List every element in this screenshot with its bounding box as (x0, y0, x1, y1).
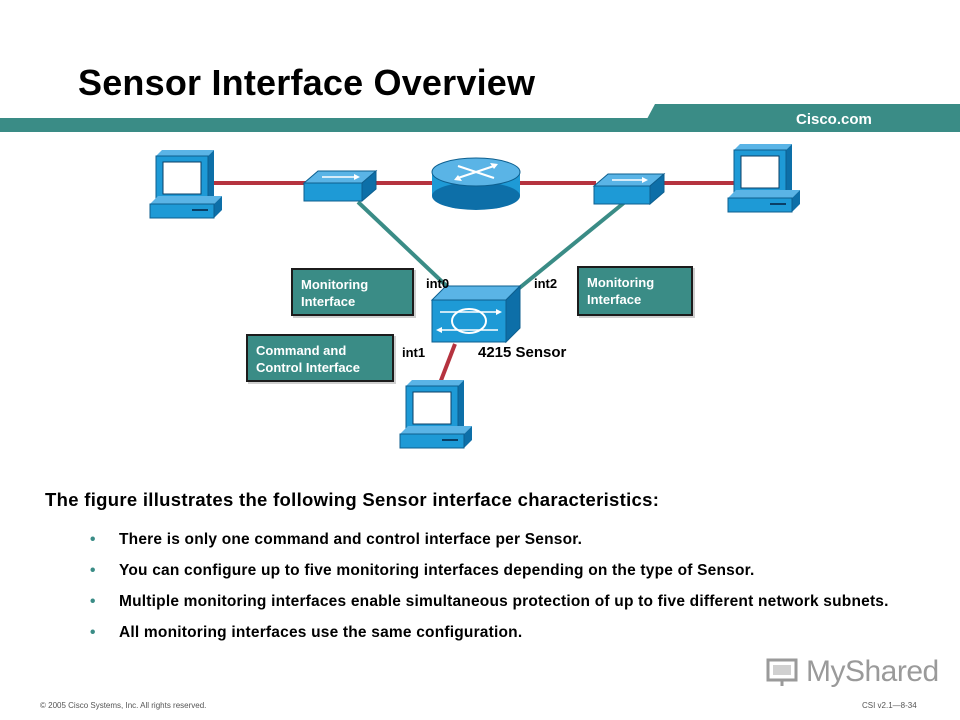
page-title: Sensor Interface Overview (78, 62, 536, 103)
bullet-text: There is only one command and control in… (119, 531, 583, 548)
pc-left-icon (149, 150, 222, 219)
bullet-icon: • (90, 624, 96, 641)
watermark-text: MyShared (806, 655, 939, 688)
bullet-list: • There is only one command and control i… (90, 530, 930, 654)
sensor-4215-icon (430, 284, 522, 344)
monitoring-interface-box-right: Monitoring Interface (577, 266, 693, 316)
link-switch-left-sensor-int0 (356, 200, 457, 296)
list-item: • You can configure up to five monitoring… (90, 561, 930, 580)
bullet-icon: • (90, 531, 96, 548)
port-label-int1: int1 (402, 345, 426, 360)
monitoring-interface-box-left: Monitoring Interface (291, 268, 414, 316)
intro-text: The figure illustrates the following Sen… (45, 489, 660, 510)
link-sensor-pc-int1 (438, 343, 457, 384)
pc-right-icon (727, 144, 800, 213)
router-icon (431, 157, 521, 210)
list-item: • Multiple monitoring interfaces enable s… (90, 592, 930, 611)
pc-bottom-icon (399, 380, 472, 449)
sensor-label: 4215 Sensor (478, 344, 567, 361)
bullet-text: You can configure up to five monitoring … (119, 562, 755, 579)
bullet-icon: • (90, 562, 96, 579)
command-control-interface-box: Command and Control Interface (246, 334, 394, 382)
switch-right-icon (592, 172, 666, 206)
switch-left-icon (302, 169, 378, 203)
header-banner (0, 104, 960, 132)
course-code: CSI v2.1—8-34 (862, 701, 917, 710)
port-label-int2: int2 (534, 276, 558, 291)
network-diagram (149, 144, 800, 449)
myshared-logo-icon (766, 658, 798, 686)
link-switch-right-sensor-int2 (510, 200, 627, 296)
copyright-text: © 2005 Cisco Systems, Inc. All rights re… (40, 701, 207, 710)
port-label-int0: int0 (426, 276, 450, 291)
list-item: • There is only one command and control i… (90, 530, 930, 549)
bullet-icon: • (90, 593, 96, 610)
list-item: • All monitoring interfaces use the same … (90, 623, 930, 642)
bullet-text: All monitoring interfaces use the same c… (119, 624, 523, 641)
cisco-brand: Cisco.com (796, 111, 872, 128)
bullet-text: Multiple monitoring interfaces enable si… (119, 593, 889, 610)
